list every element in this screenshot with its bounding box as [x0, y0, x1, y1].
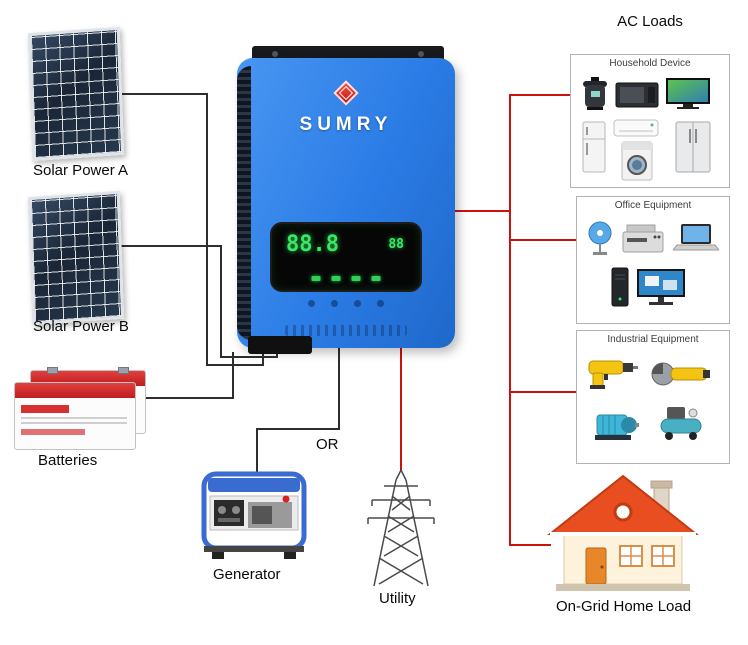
- air-conditioner-icon: [613, 119, 659, 137]
- wire-battery-h: [146, 397, 234, 399]
- inverter-heatsink: [237, 66, 251, 340]
- touch-button-icon: [331, 300, 338, 307]
- or-label: OR: [316, 436, 339, 453]
- wire-office-branch: [509, 239, 578, 241]
- wire-generator-v1: [338, 348, 340, 430]
- wire-solar-b-v: [220, 245, 222, 358]
- industrial-equipment-box: Industrial Equipment: [576, 330, 730, 464]
- angle-grinder-icon: [651, 362, 710, 386]
- solar-panel-b: [27, 190, 125, 326]
- solar-power-b-label: Solar Power B: [33, 318, 129, 335]
- microwave-icon: [615, 82, 659, 108]
- air-compressor-icon: [660, 407, 702, 440]
- touch-button-icon: [308, 300, 315, 307]
- on-grid-home-load-label: On-Grid Home Load: [556, 598, 692, 615]
- sumry-brand-text: SUMRY: [299, 114, 393, 135]
- battery-terminal: [47, 367, 58, 374]
- battery-label-stripe: [21, 429, 85, 435]
- display-sub-digits: 88: [388, 237, 404, 252]
- wire-industrial-branch: [509, 391, 578, 393]
- wire-solar-b-h1: [116, 245, 222, 247]
- wire-solar-a-v: [206, 93, 208, 366]
- wire-battery-v: [232, 352, 234, 399]
- office-equipment-box: Office Equipment: [576, 196, 730, 324]
- utility-label: Utility: [379, 590, 416, 607]
- battery-label-line: [21, 417, 127, 419]
- display-indicator-lights: [311, 276, 381, 281]
- batteries-label: Batteries: [38, 452, 98, 469]
- industrial-equipment-title: Industrial Equipment: [607, 334, 699, 345]
- tv-icon: [666, 78, 710, 109]
- wire-ac-trunk: [509, 94, 511, 546]
- fan-icon: [588, 221, 612, 255]
- inverter-terminal-block: [248, 336, 312, 354]
- drill-icon: [588, 360, 638, 389]
- generator-label: Generator: [213, 566, 281, 583]
- wire-solar-b-stub: [276, 352, 278, 358]
- indicator-dot-icon: [371, 276, 381, 281]
- ac-loads-title: AC Loads: [617, 13, 683, 30]
- copier-icon: [622, 224, 664, 253]
- fridge-icon: [582, 121, 606, 173]
- indicator-dot-icon: [331, 276, 341, 281]
- household-device-title: Household Device: [609, 58, 691, 69]
- double-door-fridge-icon: [675, 121, 711, 173]
- battery-front-lid: [15, 383, 135, 398]
- touch-button-icon: [377, 300, 384, 307]
- electric-motor-icon: [595, 414, 639, 440]
- laptop-icon: [673, 224, 719, 251]
- battery-front: [14, 382, 136, 450]
- wire-utility-v: [400, 348, 402, 472]
- battery-label-stripe: [21, 405, 69, 413]
- wire-solar-b-h2: [220, 356, 278, 358]
- inverter: SUMRY 88.8 88: [237, 58, 455, 348]
- bolt-icon: [272, 51, 278, 57]
- inverter-display: 88.8 88: [272, 224, 420, 290]
- solar-power-a-label: Solar Power A: [33, 162, 129, 179]
- wire-solar-a-h2: [206, 364, 264, 366]
- solar-panel-a: [27, 26, 125, 162]
- indicator-dot-icon: [351, 276, 361, 281]
- desktop-tower-icon: [611, 267, 629, 307]
- wire-household-branch: [509, 94, 572, 96]
- household-device-box: Household Device: [570, 54, 730, 188]
- wire-ac-feed: [455, 210, 511, 212]
- battery-terminal: [118, 367, 129, 374]
- sumry-logo-icon: [333, 80, 359, 106]
- wire-solar-a-h1: [116, 93, 208, 95]
- wire-generator-v2: [256, 428, 258, 472]
- monitor-icon: [637, 269, 685, 305]
- office-equipment-title: Office Equipment: [614, 200, 692, 211]
- bolt-icon: [418, 51, 424, 57]
- pressure-cooker-icon: [583, 77, 607, 110]
- wire-home-branch: [509, 544, 551, 546]
- inverter-touch-buttons: [308, 300, 384, 307]
- display-main-digits: 88.8: [286, 232, 339, 257]
- battery-label-line: [21, 422, 127, 424]
- wire-solar-a-stub: [262, 352, 264, 366]
- touch-button-icon: [354, 300, 361, 307]
- indicator-dot-icon: [311, 276, 321, 281]
- house-illustration: [547, 474, 699, 591]
- generator-illustration: [201, 471, 307, 559]
- washing-machine-icon: [621, 141, 653, 181]
- utility-tower-illustration: [367, 468, 435, 587]
- battery-bank: [14, 367, 154, 450]
- wire-generator-h: [256, 428, 340, 430]
- inverter-vent-grille: [285, 325, 407, 336]
